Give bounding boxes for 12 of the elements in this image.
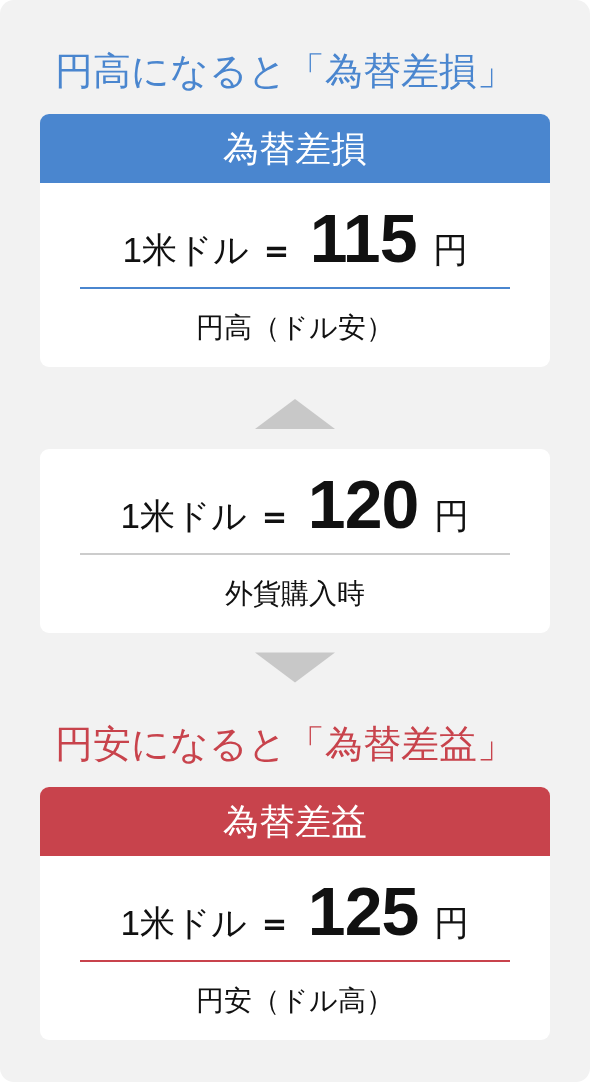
arrow bbox=[255, 399, 335, 429]
rate-caption: 円安（ドル高） bbox=[195, 985, 395, 1016]
exchange-rate: 1米ドル ＝ 115 円 bbox=[121, 207, 469, 269]
exchange-rate: 1米ドル ＝ 120 円 bbox=[119, 473, 471, 535]
arrow bbox=[255, 652, 335, 683]
rate-caption: 円高（ドル安） bbox=[195, 312, 395, 343]
rate-caption: 外貨購入時 bbox=[224, 578, 366, 609]
section-heading: 円高になると「為替差損」 bbox=[54, 49, 516, 93]
exchange-rate: 1米ドル ＝ 125 円 bbox=[119, 880, 471, 942]
card-header: 為替差損 bbox=[40, 114, 550, 183]
section-heading: 円安になると「為替差益」 bbox=[54, 722, 516, 766]
card-header: 為替差益 bbox=[40, 787, 550, 856]
